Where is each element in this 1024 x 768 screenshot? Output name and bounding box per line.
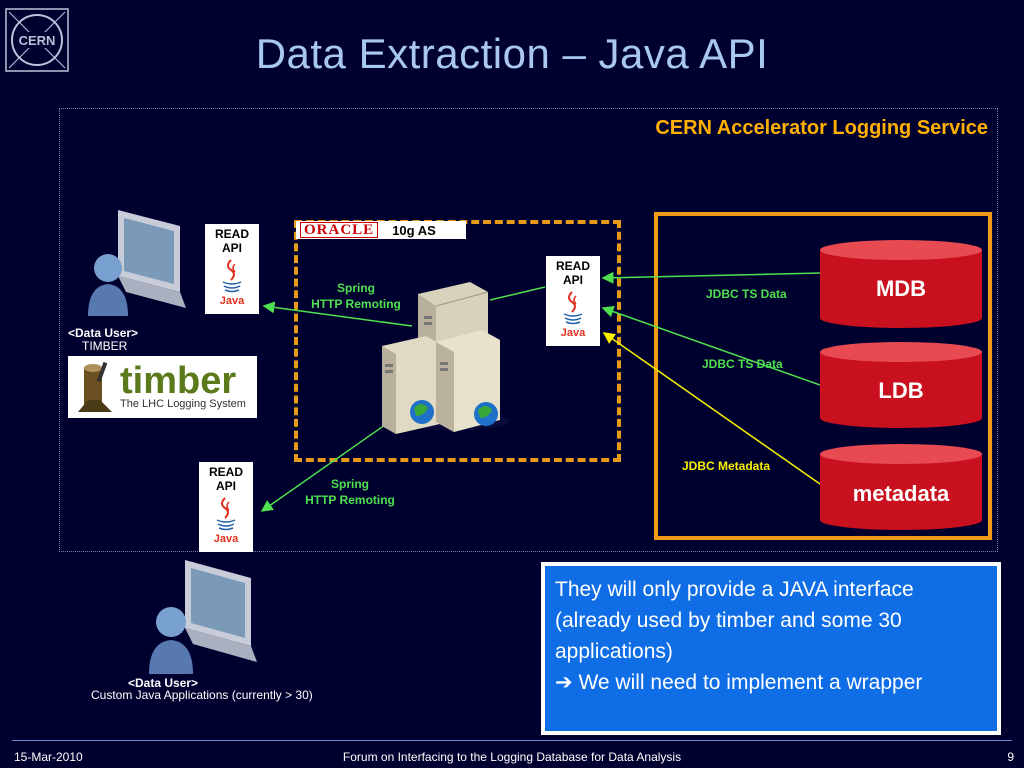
service-frame bbox=[59, 108, 998, 552]
read-api-card: READ API Java bbox=[205, 224, 259, 314]
timber-mascot-icon bbox=[78, 361, 112, 412]
oracle-version: 10g AS bbox=[392, 222, 436, 238]
java-logo-icon: Java bbox=[214, 497, 239, 544]
timber-logo-word: timber bbox=[120, 360, 237, 402]
database-ldb-label: LDB bbox=[878, 378, 924, 403]
arrow-api-to-server bbox=[489, 286, 546, 301]
jdbc-ts-label: JDBC TS Data bbox=[702, 357, 783, 371]
database-metadata-label: metadata bbox=[852, 481, 950, 506]
timber-user-label: <Data User> bbox=[68, 326, 139, 340]
read-api-label: READ API bbox=[555, 259, 590, 287]
service-title: CERN Accelerator Logging Service bbox=[655, 117, 988, 139]
page-title: Data Extraction – Java API bbox=[255, 30, 769, 77]
oracle-brand: ORACLE bbox=[300, 222, 379, 238]
cern-logo-text: CERN bbox=[19, 33, 56, 48]
spring-remoting-label: Spring HTTP Remoting bbox=[305, 477, 395, 507]
database-cylinder-icon bbox=[820, 444, 982, 530]
user-workstation-icon bbox=[149, 560, 257, 674]
arrow-ldb-to-api bbox=[601, 305, 821, 386]
page-number: 9 bbox=[1007, 750, 1014, 764]
timber-user-name: TIMBER bbox=[82, 339, 128, 353]
read-api-label: READ API bbox=[214, 227, 249, 255]
note-box: They will only provide a JAVA interface … bbox=[541, 562, 1001, 735]
database-cylinder-icon bbox=[820, 240, 982, 328]
footer-divider bbox=[12, 740, 1012, 741]
jdbc-metadata-label: JDBC Metadata bbox=[682, 459, 771, 473]
footer-date: 15-Mar-2010 bbox=[14, 750, 83, 764]
arrow-server-to-custom bbox=[260, 419, 393, 512]
user-workstation-icon bbox=[88, 210, 186, 316]
timber-logo-tagline: The LHC Logging System bbox=[120, 398, 246, 410]
read-api-card: READ API Java bbox=[199, 462, 253, 552]
read-api-card: READ API Java bbox=[546, 256, 600, 346]
custom-user-label: <Data User> bbox=[128, 676, 199, 690]
spring-remoting-label: Spring HTTP Remoting bbox=[311, 281, 401, 311]
oracle-badge: ORACLE 10g AS bbox=[296, 221, 466, 239]
server-cluster-icon bbox=[382, 282, 510, 434]
arrow-right-icon: ➔ bbox=[555, 671, 573, 694]
arrow-metadata-to-api bbox=[602, 332, 821, 485]
database-cylinder-icon bbox=[820, 342, 982, 428]
svg-text:Java: Java bbox=[561, 327, 586, 338]
note-conclusion: We will need to implement a wrapper bbox=[572, 671, 923, 694]
jdbc-ts-label: JDBC TS Data bbox=[706, 287, 787, 301]
arrow-mdb-to-api bbox=[601, 271, 821, 284]
footer-title: Forum on Interfacing to the Logging Data… bbox=[342, 750, 682, 764]
java-logo-icon: Java bbox=[220, 259, 245, 306]
database-mdb-label: MDB bbox=[875, 276, 927, 301]
svg-text:Java: Java bbox=[220, 295, 245, 306]
arrow-server-to-timber bbox=[262, 301, 413, 327]
database-box bbox=[654, 212, 992, 540]
read-api-label: READ API bbox=[208, 465, 243, 493]
cern-logo: CERN bbox=[5, 8, 69, 72]
svg-text:Java: Java bbox=[214, 533, 239, 544]
java-logo-icon: Java bbox=[561, 291, 586, 338]
note-text: They will only provide a JAVA interface … bbox=[555, 578, 914, 663]
custom-user-name: Custom Java Applications (currently > 30… bbox=[91, 688, 313, 702]
